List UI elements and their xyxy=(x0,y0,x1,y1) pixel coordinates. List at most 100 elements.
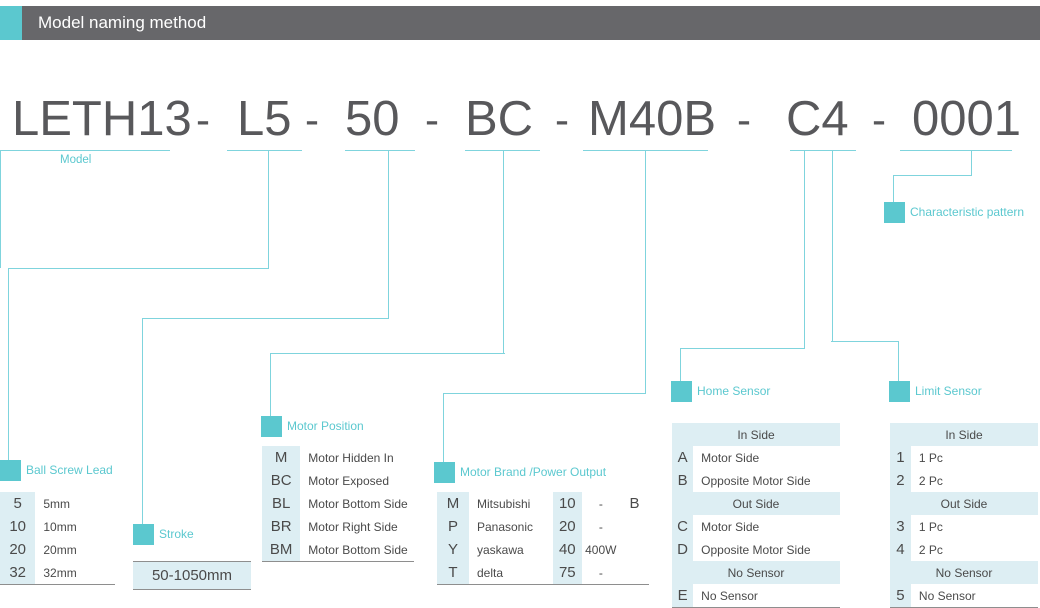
table-row: 5 No Sensor xyxy=(890,584,1038,608)
cell-brand-code: P xyxy=(437,515,469,538)
code-token-pattern: 0001 xyxy=(912,92,1022,146)
cell-desc: Motor Hidden In xyxy=(300,446,414,469)
leader-run-motor-position xyxy=(270,353,505,354)
code-separator-3: - xyxy=(425,96,439,143)
leader-drop-motor-position-2 xyxy=(270,353,271,417)
leader-run-home-sensor xyxy=(680,348,805,349)
callout-label-motor-brand: Motor Brand /Power Output xyxy=(460,465,607,479)
table-row: M Mitsubishi 10 - B xyxy=(437,492,649,515)
leader-drop-motor-position xyxy=(503,150,504,353)
code-separator-2: - xyxy=(305,96,319,143)
cell-desc: 5mm xyxy=(35,492,115,515)
cell-desc: Opposite Motor Side xyxy=(693,538,840,561)
code-separator-1: - xyxy=(196,96,210,143)
marker-stroke xyxy=(133,524,154,545)
marker-characteristic-pattern xyxy=(884,202,905,223)
cell-desc: Motor Side xyxy=(693,515,840,538)
cell-desc: 1 Pc xyxy=(910,515,1038,538)
header-accent-block xyxy=(0,6,22,40)
cell-code: A xyxy=(672,446,694,469)
cell-desc: 2 Pc xyxy=(910,538,1038,561)
cell-code: 2 xyxy=(890,469,911,492)
page-header: Model naming method xyxy=(0,6,1040,40)
cell-code: 5 xyxy=(0,492,36,515)
table-row: P Panasonic 20 - xyxy=(437,515,649,538)
code-separator-4: - xyxy=(555,96,569,143)
table-group-header: In Side xyxy=(672,423,840,446)
cell-power: - xyxy=(581,492,620,515)
cell-code: BR xyxy=(262,515,301,538)
cell-power-code: 20 xyxy=(552,515,582,538)
table-row: BM Motor Bottom Side xyxy=(262,538,414,562)
cell-brand-name: yaskawa xyxy=(468,538,553,561)
code-token-stroke: 50 xyxy=(345,92,400,146)
table-row: M Motor Hidden In xyxy=(262,446,414,469)
cell-code: 4 xyxy=(890,538,911,561)
cell-suffix: B xyxy=(619,492,649,515)
table-row: E No Sensor xyxy=(672,584,840,608)
table-row: T delta 75 - xyxy=(437,561,649,585)
marker-ball-screw-lead xyxy=(0,460,21,481)
cell-desc: 10mm xyxy=(35,515,115,538)
leader-underline-lead xyxy=(227,150,302,151)
callout-label-home-sensor: Home Sensor xyxy=(697,384,771,398)
table-row: 32 32mm xyxy=(0,561,115,585)
leader-drop-pattern-2 xyxy=(893,175,894,203)
leader-run-limit-sensor xyxy=(831,341,899,342)
group-title: Out Side xyxy=(672,492,840,515)
table-row: D Opposite Motor Side xyxy=(672,538,840,561)
leader-underline-motor-position xyxy=(465,150,540,151)
code-token-sensors: C4 xyxy=(786,92,849,146)
code-token-motor-brand: M40B xyxy=(588,92,717,146)
table-row: 3 1 Pc xyxy=(890,515,1038,538)
marker-motor-brand xyxy=(434,462,455,483)
code-separator-6: - xyxy=(872,96,886,143)
group-title: No Sensor xyxy=(672,561,840,584)
table-group-header: Out Side xyxy=(890,492,1038,515)
cell-code: C xyxy=(672,515,694,538)
leader-underline-model xyxy=(0,150,170,151)
cell-code: 32 xyxy=(0,561,36,585)
cell-code: 5 xyxy=(890,584,911,608)
header-bar-background xyxy=(22,6,1040,40)
table-row: 20 20mm xyxy=(0,538,115,561)
marker-motor-position xyxy=(261,416,282,437)
cell-brand-code: M xyxy=(437,492,469,515)
cell-desc: Motor Side xyxy=(693,446,840,469)
leader-drop-stroke xyxy=(388,150,389,318)
callout-label-ball-screw-lead: Ball Screw Lead xyxy=(26,463,113,477)
leader-drop-stroke-2 xyxy=(142,318,143,524)
cell-desc: 1 Pc xyxy=(910,446,1038,469)
leader-underline-home-sensor xyxy=(790,150,824,151)
cell-code: B xyxy=(672,469,694,492)
table-row: BC Motor Exposed xyxy=(262,469,414,492)
leader-drop-home-sensor-2 xyxy=(680,348,681,382)
page-title: Model naming method xyxy=(38,13,207,32)
leader-underline-pattern xyxy=(900,150,1012,151)
callout-label-limit-sensor: Limit Sensor xyxy=(915,384,982,398)
leader-run-lead xyxy=(8,268,269,269)
cell-brand-name: Panasonic xyxy=(468,515,553,538)
cell-brand-name: Mitsubishi xyxy=(468,492,553,515)
leader-underline-limit-sensor xyxy=(822,150,856,151)
leader-drop-motor-brand xyxy=(645,150,646,393)
cell-suffix xyxy=(619,515,649,538)
leader-drop-pattern xyxy=(971,150,972,175)
table-group-header: No Sensor xyxy=(890,561,1038,584)
model-code-row: LETH13 - L5 - 50 - BC - M40B - C4 - 0001 xyxy=(0,92,1040,147)
leader-run-stroke xyxy=(142,318,389,319)
cell-code: BM xyxy=(262,538,301,562)
leader-drop-lead xyxy=(268,150,269,268)
cell-code: E xyxy=(672,584,694,608)
limit-sensor-table: In Side 1 1 Pc 2 2 Pc Out Side 3 1 Pc 4 … xyxy=(890,423,1038,608)
leader-drop-home-sensor xyxy=(804,150,805,348)
motor-position-table: M Motor Hidden In BC Motor Exposed BL Mo… xyxy=(262,446,414,562)
cell-desc: 20mm xyxy=(35,538,115,561)
cell-desc: Opposite Motor Side xyxy=(693,469,840,492)
cell-desc: No Sensor xyxy=(693,584,840,608)
table-row: B Opposite Motor Side xyxy=(672,469,840,492)
cell-code: BL xyxy=(262,492,301,515)
group-title: No Sensor xyxy=(890,561,1038,584)
stroke-value-box: 50-1050mm xyxy=(133,561,251,590)
cell-power-code: 10 xyxy=(552,492,582,515)
